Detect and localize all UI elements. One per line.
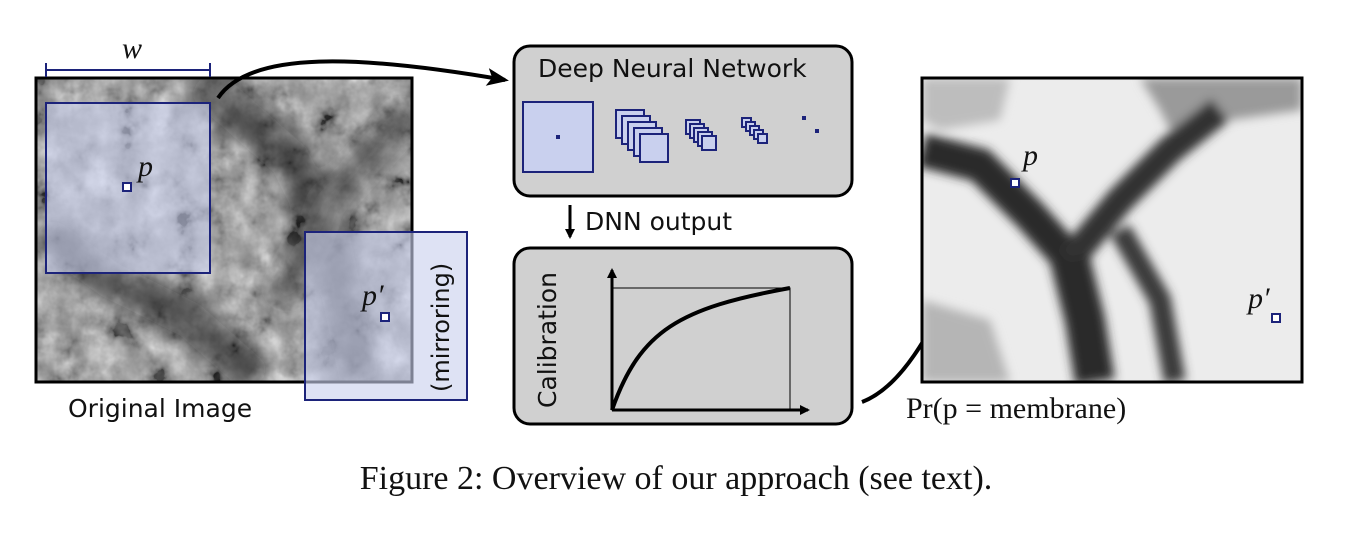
dnn-layer-1-maps (615, 109, 669, 163)
window-width-label: w (122, 32, 142, 65)
point-p-mirror-label: p′ (360, 279, 384, 312)
window-width-bracket (45, 63, 211, 77)
arrow-to-dnn (216, 59, 509, 100)
probability-label: Pr(p = membrane) (906, 392, 1126, 425)
dnn-input-center (556, 135, 560, 139)
calibration-frame (611, 287, 791, 411)
probability-map (922, 78, 1302, 382)
prob-point-p-mirror-marker (1271, 313, 1281, 323)
prob-point-p-marker (1010, 178, 1020, 188)
calibration-panel (512, 246, 854, 426)
calibration-curve (610, 286, 791, 411)
prob-point-p-label: p (1021, 139, 1038, 172)
dnn-output-unit-1 (802, 116, 806, 120)
dnn-title: Deep Neural Network (538, 54, 807, 83)
calibration-label: Calibration (533, 272, 562, 408)
dnn-output-label: DNN output (585, 207, 732, 236)
dnn-layer-3-maps (741, 117, 768, 144)
point-p-label: p (136, 150, 153, 183)
original-image-border (34, 76, 414, 384)
original-image-label: Original Image (68, 394, 252, 423)
probability-map-border (920, 76, 1304, 384)
dnn-layer-2-maps (685, 119, 717, 151)
dnn-panel (512, 44, 854, 198)
point-p-marker (122, 182, 132, 192)
point-p-mirror-marker (380, 312, 390, 322)
prob-point-p-mirror-label: p′ (1246, 282, 1270, 315)
mirroring-label: (mirroring) (427, 263, 455, 392)
dnn-output-unit-2 (815, 129, 819, 133)
figure-caption: Figure 2: Overview of our approach (see … (359, 460, 993, 497)
